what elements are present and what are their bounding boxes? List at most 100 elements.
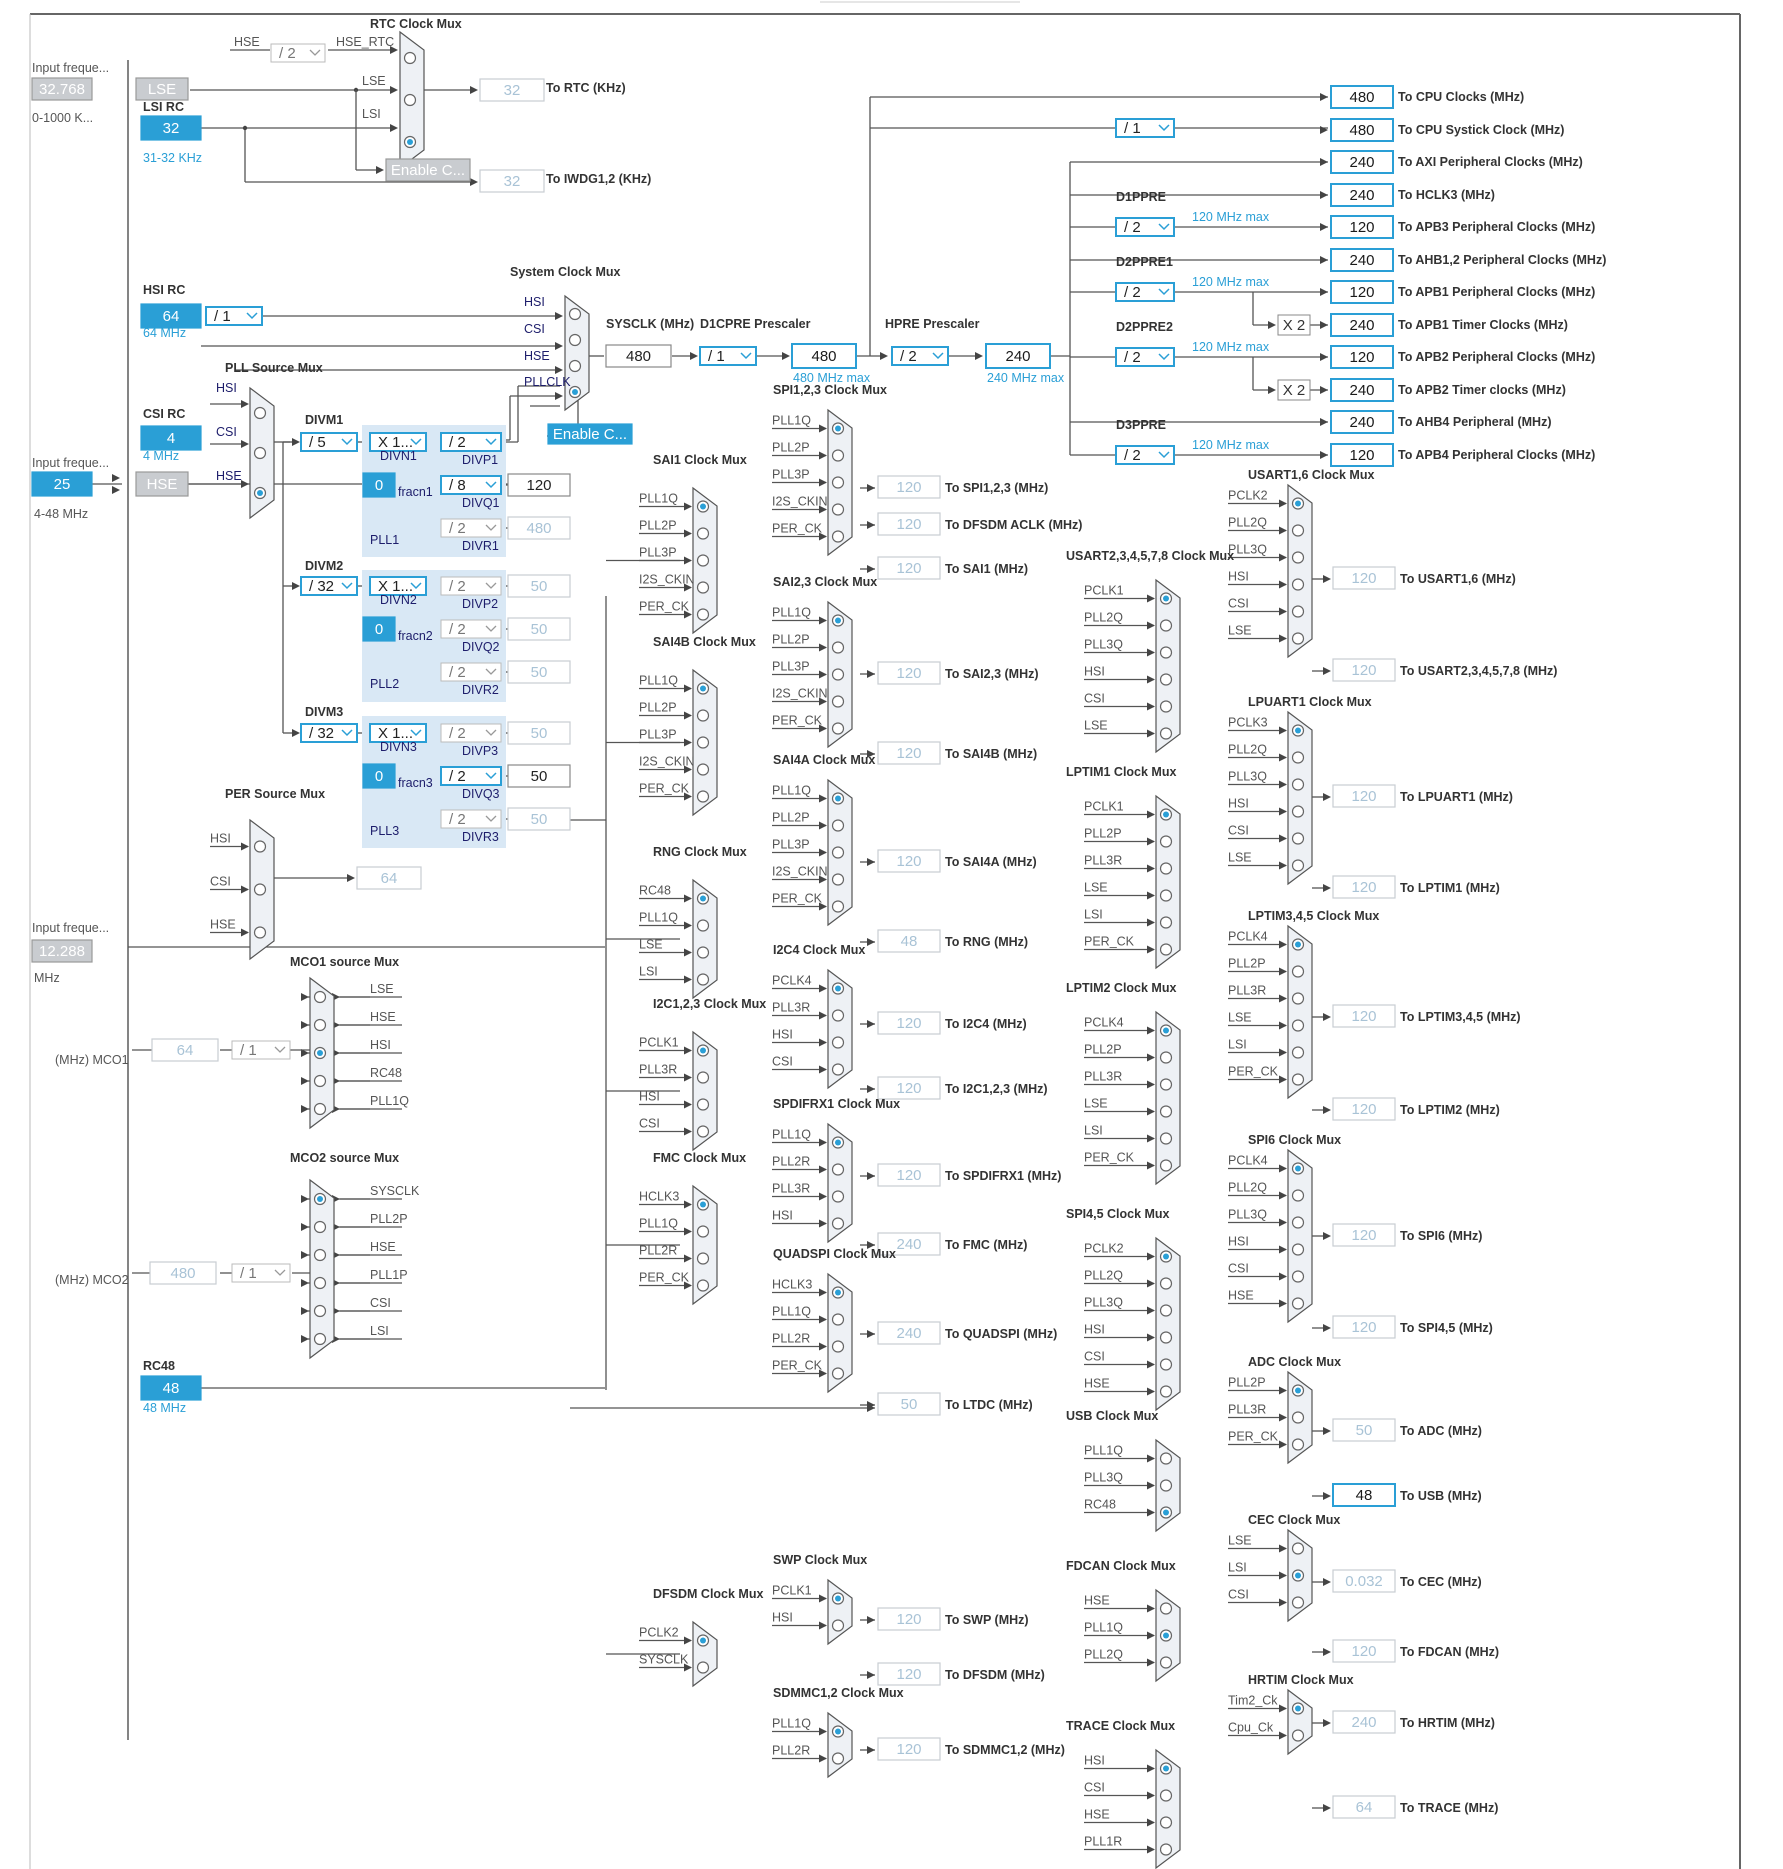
mux-input-radio[interactable] xyxy=(831,722,845,735)
mco1-divider[interactable]: / 1 xyxy=(231,1040,291,1060)
mux-input-radio[interactable] xyxy=(313,1304,327,1318)
col2-mux-3[interactable] xyxy=(827,968,853,1090)
pll-p2-divm[interactable]: / 32 xyxy=(300,576,358,596)
col2-mux-6[interactable] xyxy=(827,1578,853,1646)
mco1-source-mux[interactable] xyxy=(309,976,335,1130)
pll-p3-divq[interactable]: / 2 xyxy=(440,766,502,786)
mux-input-radio[interactable] xyxy=(1291,1542,1305,1555)
right-output-12[interactable]: 240 xyxy=(1332,1710,1396,1734)
mux-input-radio[interactable] xyxy=(696,527,710,540)
mux-input-radio[interactable] xyxy=(1159,1816,1173,1829)
col2-output-15[interactable]: 120 xyxy=(877,1737,941,1761)
right-output-1[interactable]: 120 xyxy=(1332,658,1396,682)
mux-input-radio[interactable] xyxy=(403,51,417,65)
col2-output-12[interactable]: 50 xyxy=(877,1392,941,1416)
right-output-4[interactable]: 120 xyxy=(1332,1004,1396,1028)
col3-mux-3[interactable] xyxy=(1155,1236,1181,1412)
pll-p3-divp[interactable]: / 2 xyxy=(440,723,502,743)
mux-input-radio[interactable] xyxy=(1159,1159,1173,1172)
mux-input-radio[interactable] xyxy=(831,900,845,913)
pll-p3-divm[interactable]: / 32 xyxy=(300,723,358,743)
hse-oscillator[interactable]: HSE xyxy=(135,471,189,497)
mux-input-radio[interactable] xyxy=(1159,943,1173,956)
col2-mux-7[interactable] xyxy=(827,1711,853,1779)
col4-mux-5[interactable] xyxy=(1287,1528,1313,1623)
pll-p2-fracn[interactable]: 0 xyxy=(362,616,396,642)
mco1-output[interactable]: 64 xyxy=(151,1038,219,1062)
pll-p2-r-output[interactable]: 50 xyxy=(507,660,571,684)
mux-input-radio[interactable] xyxy=(1159,1452,1173,1465)
mux-input-radio[interactable] xyxy=(1291,832,1305,845)
mux-input-radio[interactable] xyxy=(831,1313,845,1326)
col4-mux-0[interactable] xyxy=(1287,483,1313,659)
mux-input-radio[interactable] xyxy=(1159,1385,1173,1398)
mux-input-radio[interactable] xyxy=(1159,862,1173,875)
apb-prescaler-1[interactable]: / 2 xyxy=(1115,282,1175,302)
col2-output-7[interactable]: 120 xyxy=(877,1011,941,1035)
mux-input-radio[interactable] xyxy=(568,333,582,347)
mux-input-radio[interactable] xyxy=(1159,916,1173,929)
col3-mux-4[interactable] xyxy=(1155,1438,1181,1533)
mux-input-radio[interactable] xyxy=(1291,805,1305,818)
mux-input-radio[interactable] xyxy=(696,1071,710,1084)
mux-input-radio[interactable] xyxy=(1291,1729,1305,1742)
mux-input-radio[interactable] xyxy=(1291,1189,1305,1202)
mux-input-radio[interactable] xyxy=(1291,1596,1305,1609)
col3-mux-6[interactable] xyxy=(1155,1748,1181,1869)
mux-input-radio[interactable] xyxy=(1291,605,1305,618)
mux-input-radio[interactable] xyxy=(1291,778,1305,791)
mux-input-radio[interactable] xyxy=(831,1340,845,1353)
mux-input-radio[interactable] xyxy=(831,641,845,654)
mid-mux-0[interactable] xyxy=(692,486,718,635)
ahb-output-5[interactable]: 240 xyxy=(1330,248,1394,272)
mux-input-radio[interactable] xyxy=(253,446,267,460)
mux-input-radio[interactable] xyxy=(1159,1277,1173,1290)
mux-input-radio[interactable] xyxy=(313,1220,327,1234)
right-output-5[interactable]: 120 xyxy=(1332,1097,1396,1121)
hse-input-frequency[interactable]: 25 xyxy=(31,471,93,497)
col2-mux-2[interactable] xyxy=(827,778,853,927)
iwdg-output[interactable]: 32 xyxy=(479,169,545,193)
ahb-output-9[interactable]: 240 xyxy=(1330,378,1394,402)
pll-p1-q-output[interactable]: 120 xyxy=(507,473,571,497)
mid-mux-3[interactable] xyxy=(692,1030,718,1152)
mux-input-radio[interactable] xyxy=(1291,1243,1305,1256)
col4-mux-4[interactable] xyxy=(1287,1370,1313,1465)
mux-input-radio[interactable] xyxy=(1291,1019,1305,1032)
pll-p3-p-output[interactable]: 50 xyxy=(507,721,571,745)
pll-source-mux[interactable] xyxy=(249,386,275,520)
lse-input-frequency[interactable]: 32.768 xyxy=(31,77,93,101)
col4-mux-1[interactable] xyxy=(1287,710,1313,886)
pll-p1-r-output[interactable]: 480 xyxy=(507,516,571,540)
mux-input-radio[interactable] xyxy=(1291,632,1305,645)
mux-input-radio[interactable] xyxy=(1159,1602,1173,1615)
right-output-10[interactable]: 0.032 xyxy=(1332,1569,1396,1593)
col3-mux-2[interactable] xyxy=(1155,1010,1181,1186)
pll-p2-q-output[interactable]: 50 xyxy=(507,617,571,641)
mux-input-radio[interactable] xyxy=(696,946,710,959)
mux-input-radio[interactable] xyxy=(568,307,582,321)
right-output-0[interactable]: 120 xyxy=(1332,566,1396,590)
mux-input-radio[interactable] xyxy=(253,406,267,420)
mux-input-radio[interactable] xyxy=(696,919,710,932)
hpre-prescaler[interactable]: / 2 xyxy=(891,346,949,366)
ahb-output-4[interactable]: 120 xyxy=(1330,215,1394,239)
col4-mux-2[interactable] xyxy=(1287,924,1313,1100)
hsi-rc-value[interactable]: 64 xyxy=(140,303,202,329)
pll-p1-divr[interactable]: / 2 xyxy=(440,518,502,538)
per-source-mux[interactable] xyxy=(249,818,275,961)
mux-input-radio[interactable] xyxy=(1159,1789,1173,1802)
apb-prescaler-3[interactable]: / 2 xyxy=(1115,445,1175,465)
mid-mux-1[interactable] xyxy=(692,668,718,817)
apb-prescaler-0[interactable]: / 2 xyxy=(1115,217,1175,237)
mux-input-radio[interactable] xyxy=(1291,992,1305,1005)
mux-input-radio[interactable] xyxy=(1159,646,1173,659)
d1cpre-prescaler[interactable]: / 1 xyxy=(699,346,757,366)
ahb-output-8[interactable]: 120 xyxy=(1330,345,1394,369)
ahb-output-7[interactable]: 240 xyxy=(1330,313,1394,337)
mux-input-radio[interactable] xyxy=(831,668,845,681)
mux-input-radio[interactable] xyxy=(1291,1270,1305,1283)
mux-input-radio[interactable] xyxy=(1291,551,1305,564)
systick-divider[interactable]: / 1 xyxy=(1115,118,1175,138)
mux-input-radio[interactable] xyxy=(403,93,417,107)
